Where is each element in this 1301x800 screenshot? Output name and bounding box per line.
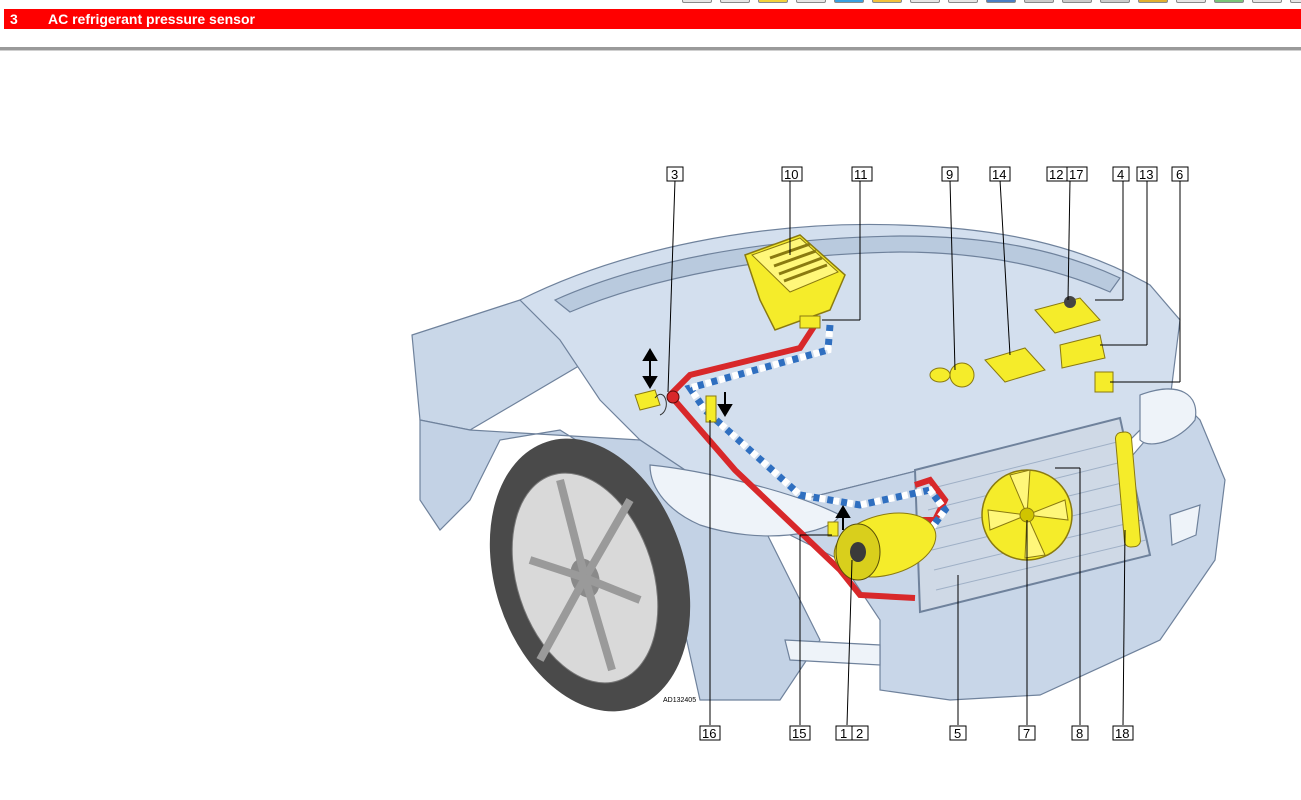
callout-3[interactable]: 3 [666, 166, 684, 182]
component-number: 3 [10, 11, 18, 27]
cooling-fan [981, 469, 1073, 561]
receiver-drier [1114, 431, 1141, 548]
toolbar-icon-13[interactable] [1138, 0, 1168, 3]
toolbar-icon-1[interactable] [682, 0, 712, 3]
compressor [833, 512, 937, 581]
svg-text:18: 18 [1115, 726, 1129, 741]
service-valve-low [705, 395, 717, 423]
component-title: AC refrigerant pressure sensor [48, 11, 255, 27]
callout-7[interactable]: 7 [1018, 725, 1036, 741]
callout-10[interactable]: 10 [781, 166, 803, 182]
svg-text:4: 4 [1117, 167, 1124, 182]
svg-text:1: 1 [840, 726, 847, 741]
svg-text:8: 8 [1076, 726, 1083, 741]
callout-13[interactable]: 13 [1136, 166, 1158, 182]
control-module [984, 347, 1046, 383]
svg-text:12: 12 [1049, 167, 1063, 182]
toolbar-icon-6[interactable] [872, 0, 902, 3]
relay [1064, 296, 1076, 308]
toolbar-icon-11[interactable] [1062, 0, 1092, 3]
toolbar-icon-16[interactable] [1252, 0, 1282, 3]
callout-9[interactable]: 9 [941, 166, 959, 182]
callout-17[interactable]: 17 [1066, 166, 1088, 182]
svg-text:16: 16 [702, 726, 716, 741]
pressure-sensor [634, 389, 680, 416]
svg-text:11: 11 [854, 167, 868, 182]
callout-12[interactable]: 12 [1046, 166, 1068, 182]
front-wheel [489, 438, 691, 712]
callout-2[interactable]: 2 [851, 725, 869, 741]
svg-text:14: 14 [992, 167, 1006, 182]
svg-text:7: 7 [1023, 726, 1030, 741]
callout-16[interactable]: 16 [699, 725, 721, 741]
svg-text:15: 15 [792, 726, 806, 741]
service-valve-high [827, 521, 839, 537]
callout-1[interactable]: 1 [835, 725, 853, 741]
toolbar-icon-17[interactable] [1290, 0, 1301, 3]
refrigerant-lines [667, 323, 950, 601]
fuse-block [1059, 334, 1106, 369]
svg-text:13: 13 [1139, 167, 1153, 182]
ambient-sensor-and-gauge [929, 362, 975, 388]
svg-text:2: 2 [856, 726, 863, 741]
callout-14[interactable]: 14 [989, 166, 1011, 182]
callout-4[interactable]: 4 [1112, 166, 1130, 182]
toolbar-icon-4[interactable] [796, 0, 826, 3]
svg-text:5: 5 [954, 726, 961, 741]
toolbar [0, 0, 1301, 5]
svg-text:3: 3 [671, 167, 678, 182]
component-title-bar: 3 AC refrigerant pressure sensor [4, 9, 1301, 29]
toolbar-icon-5[interactable] [834, 0, 864, 3]
header-divider [0, 47, 1301, 51]
toolbar-icon-10[interactable] [1024, 0, 1054, 3]
leader-lines [667, 179, 1181, 726]
callout-15[interactable]: 15 [789, 725, 811, 741]
flow-arrows [642, 348, 851, 530]
toolbar-icon-12[interactable] [1100, 0, 1130, 3]
toolbar-icon-3[interactable] [758, 0, 788, 3]
svg-text:17: 17 [1069, 167, 1083, 182]
callout-8[interactable]: 8 [1071, 725, 1089, 741]
callouts-bottom: 16 15 1 2 5 7 8 18 [699, 725, 1134, 741]
toolbar-icon-7[interactable] [910, 0, 940, 3]
callouts-top: 3 10 11 9 14 12 17 4 13 6 [666, 166, 1189, 182]
toolbar-icon-9[interactable] [986, 0, 1016, 3]
svg-text:9: 9 [946, 167, 953, 182]
svg-text:6: 6 [1176, 167, 1183, 182]
callout-18[interactable]: 18 [1112, 725, 1134, 741]
svg-text:10: 10 [784, 167, 798, 182]
image-code: AD132405 [663, 697, 696, 704]
toolbar-icon-8[interactable] [948, 0, 978, 3]
toolbar-icon-15[interactable] [1214, 0, 1244, 3]
callout-11[interactable]: 11 [851, 166, 873, 182]
callout-5[interactable]: 5 [949, 725, 967, 741]
callout-6[interactable]: 6 [1171, 166, 1189, 182]
toolbar-icon-2[interactable] [720, 0, 750, 3]
toolbar-icon-14[interactable] [1176, 0, 1206, 3]
